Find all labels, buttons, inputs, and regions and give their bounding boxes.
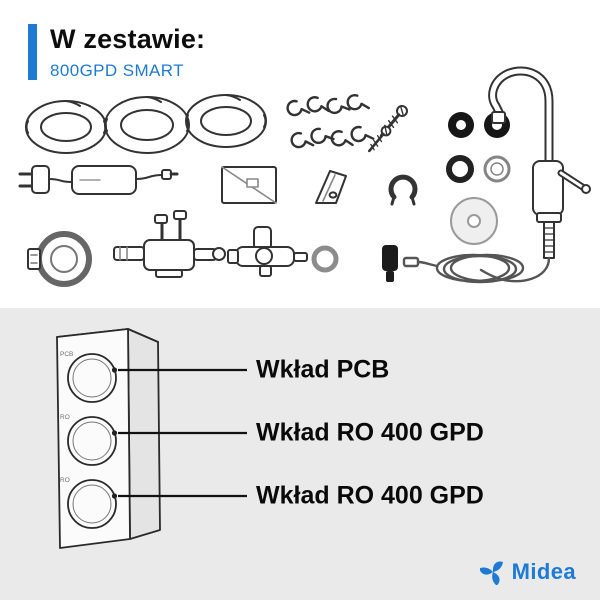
mounting-bracket-icon [315, 170, 347, 204]
cartridge-port-labels: PCB RO RO [60, 351, 73, 484]
clamp-collar-icon [27, 231, 92, 287]
cartridge-cap [67, 479, 118, 529]
filter-diagram-section: PCB RO RO Wkład PCB Wkład RO 400 GPD Wkł… [0, 308, 600, 600]
tubing-coil-icon [25, 100, 107, 154]
cartridge-label: Wkład RO 400 GPD [256, 481, 484, 510]
midea-logo-icon [479, 561, 503, 585]
faucet-hose-icon [402, 253, 525, 284]
feed-valve-icon [227, 226, 308, 277]
cartridge-port-label: RO [60, 414, 70, 421]
cartridge-label: Wkład PCB [256, 355, 390, 384]
accent-bar [28, 24, 37, 80]
header: W zestawie: 800GPD SMART [28, 24, 205, 81]
header-text: W zestawie: 800GPD SMART [50, 24, 205, 81]
tubing-coil-icon [185, 94, 267, 148]
leader-lines [118, 368, 247, 498]
locking-clip-icon [388, 174, 418, 206]
power-adapter-icon [18, 165, 179, 195]
sticker-sheet-icon [221, 166, 277, 204]
cartridge-cap [67, 416, 118, 466]
tubing-coil-icon [104, 96, 190, 154]
kit-parts-illustration [18, 66, 591, 287]
faucet-base-plate-icon [450, 197, 498, 245]
subtitle: 800GPD SMART [50, 61, 184, 80]
cartridge-cap [67, 353, 118, 403]
cartridge-label: Wkład RO 400 GPD [256, 418, 484, 447]
page-title: W zestawie: [50, 24, 206, 54]
plug-icon [382, 245, 398, 282]
brand-logo: Midea [479, 559, 576, 585]
filter-unit-drawing: PCB RO RO [56, 328, 247, 549]
washer-icons [446, 155, 511, 183]
brand-wordmark: Midea [511, 559, 576, 584]
cartridge-port-label: RO [60, 477, 70, 484]
tube-clip-icons [286, 93, 375, 149]
faucet-icon [479, 66, 591, 283]
filter-head-icon [113, 210, 226, 278]
screw-icons [367, 105, 408, 153]
cartridge-port-label: PCB [60, 351, 73, 358]
o-ring-icon [311, 245, 339, 273]
